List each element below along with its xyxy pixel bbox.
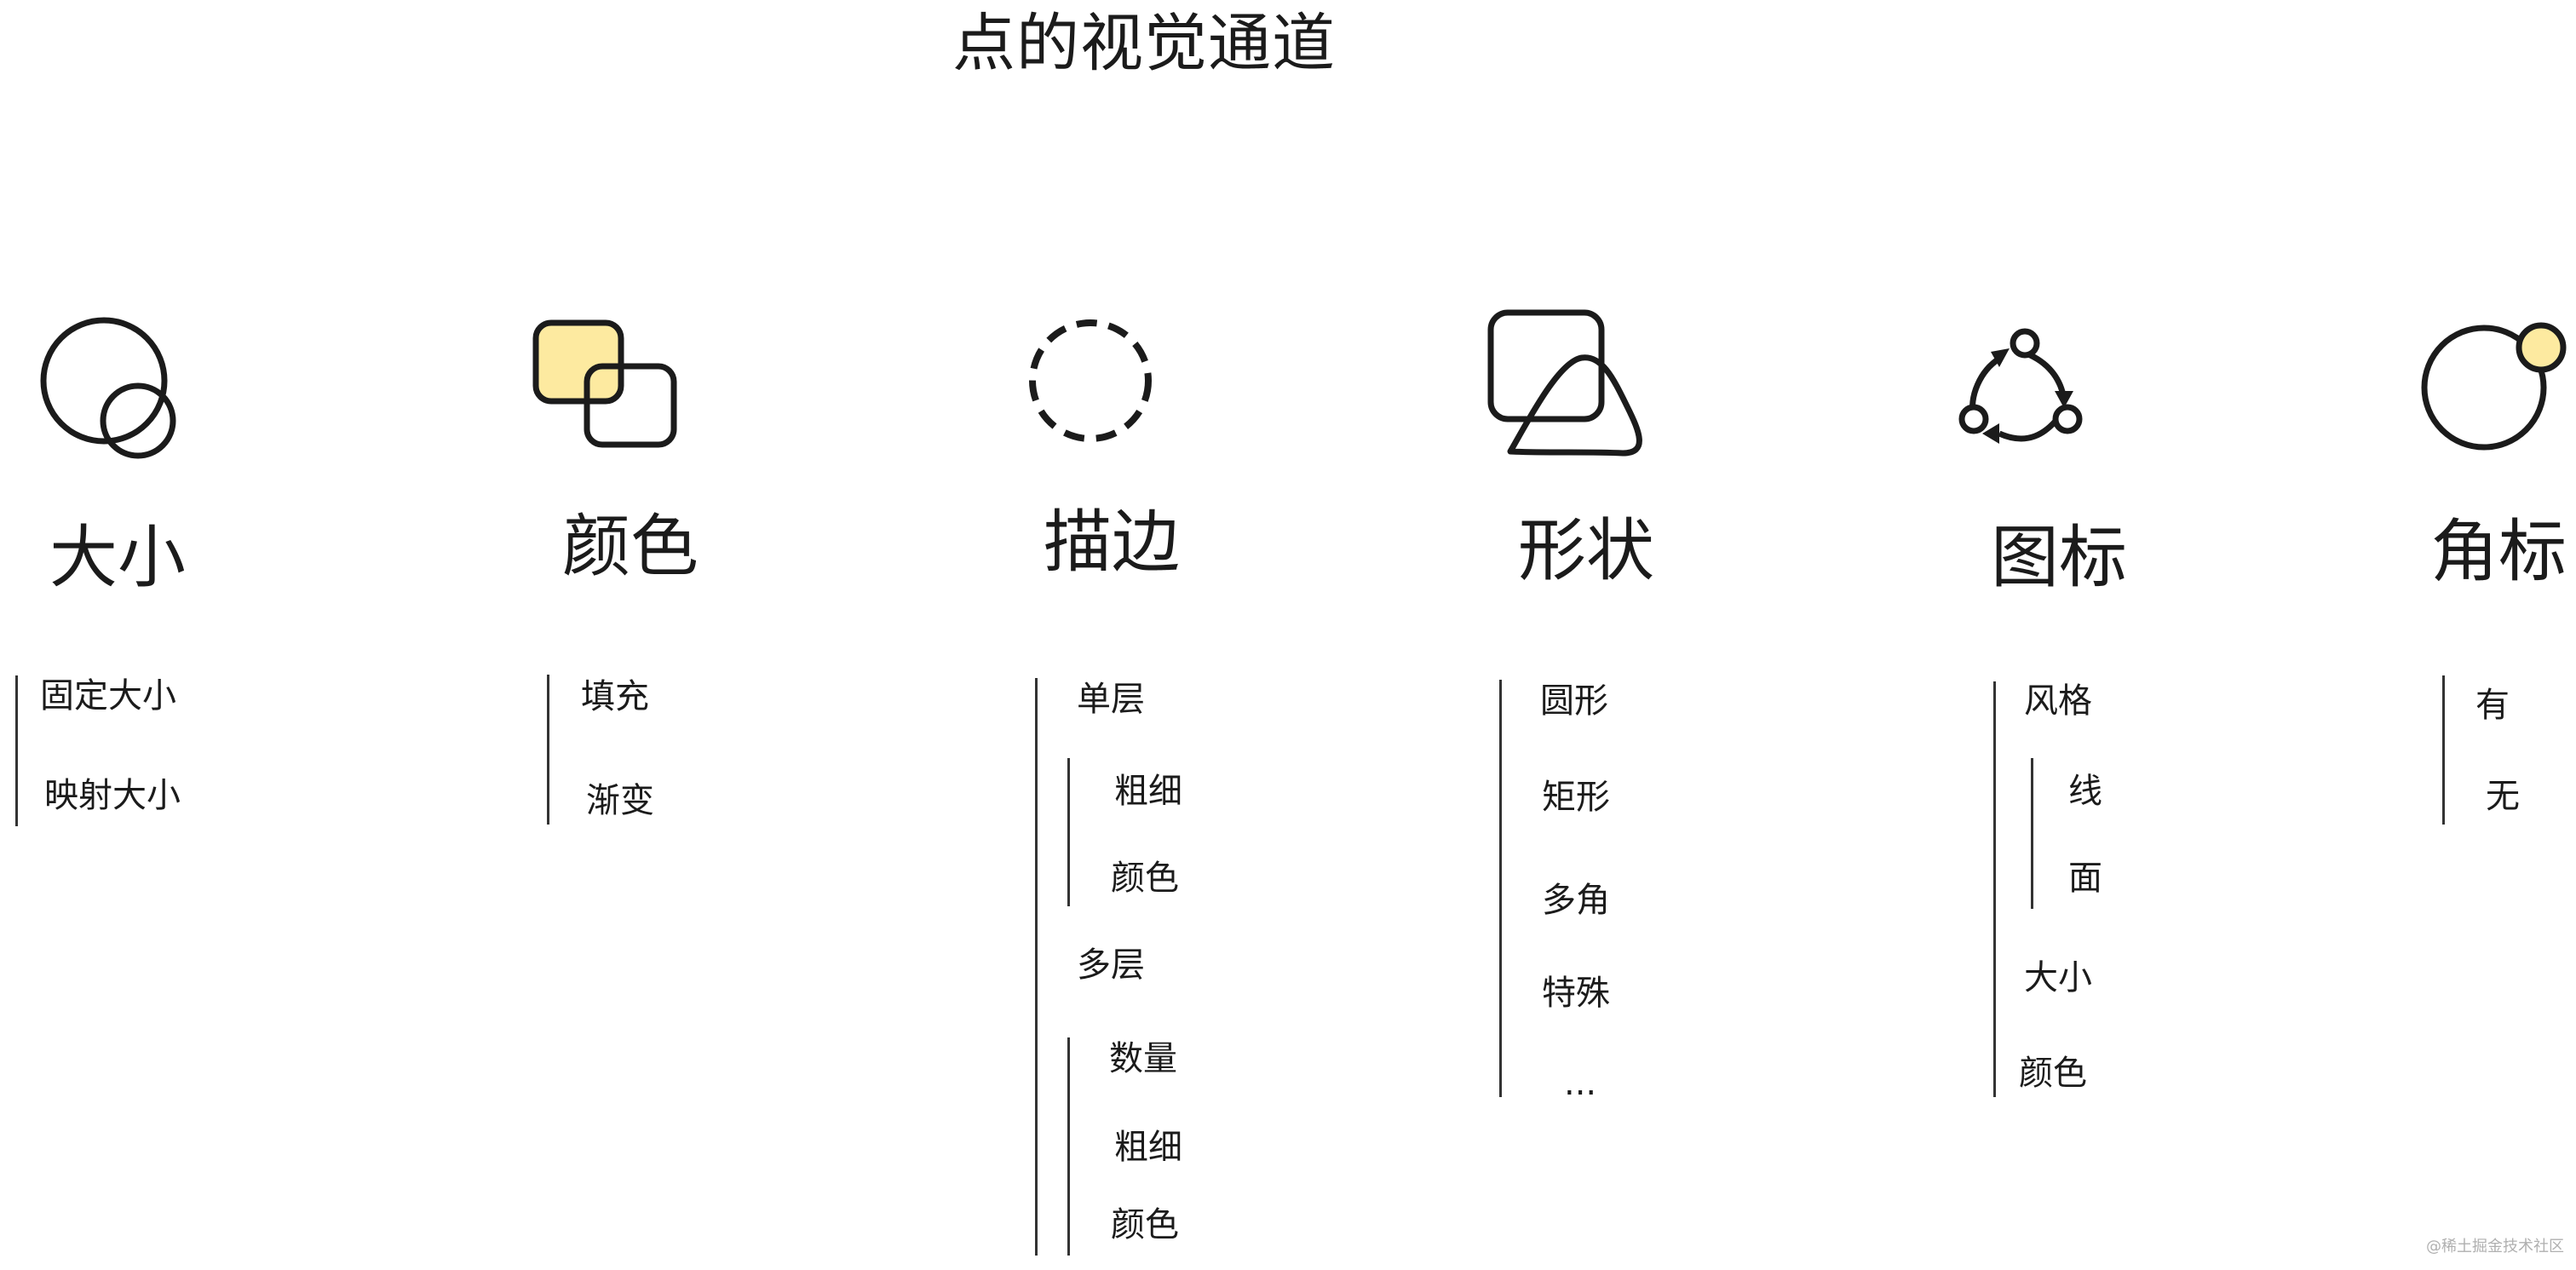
list-item: ... [1564, 1064, 1597, 1103]
list-item: 风格 [2024, 681, 2092, 721]
list-item: 粗细 [1114, 1128, 1182, 1167]
list-item: 颜色 [1111, 1205, 1179, 1244]
page-title: 点的视觉通道 [952, 7, 1336, 80]
category-title-size: 大小 [49, 518, 186, 597]
divider-line [1499, 680, 1502, 1097]
list-item: 渐变 [586, 781, 654, 820]
list-item: 有 [2475, 686, 2510, 725]
category-title-badge: 角标 [2430, 512, 2567, 591]
category-title-icon: 图标 [1991, 518, 2127, 597]
category-title-stroke: 描边 [1044, 503, 1180, 582]
cycle-arrows-icon [1955, 328, 2091, 456]
divider-line [1067, 1037, 1070, 1256]
divider-line [2442, 675, 2445, 825]
divider-line [2031, 758, 2033, 909]
watermark: @稀土掘金技术社区 [2426, 1238, 2564, 1256]
overlapping-squares-icon [531, 319, 684, 456]
divider-line [15, 675, 18, 826]
list-item: 特殊 [1542, 974, 1610, 1013]
list-item: 多层 [1077, 945, 1145, 985]
list-item: 固定大小 [40, 676, 176, 715]
list-item: 填充 [581, 677, 649, 716]
list-item: 多角 [1542, 881, 1610, 920]
circle-badge-icon [2418, 319, 2567, 456]
list-item: 线 [2068, 772, 2102, 811]
list-item: 矩形 [1542, 778, 1610, 817]
category-title-color: 颜色 [562, 507, 699, 586]
list-item: 圆形 [1540, 681, 1608, 721]
list-item: 数量 [1109, 1039, 1177, 1078]
list-item: 颜色 [1111, 859, 1179, 898]
overlapping-circles-icon [38, 315, 183, 460]
list-item: 粗细 [1114, 772, 1182, 811]
divider-line [1035, 678, 1038, 1256]
list-item: 单层 [1077, 680, 1145, 719]
category-title-shape: 形状 [1518, 511, 1654, 590]
divider-line [1993, 681, 1996, 1097]
list-item: 无 [2486, 777, 2520, 816]
divider-line [547, 675, 549, 825]
list-item: 映射大小 [44, 776, 181, 815]
list-item: 面 [2068, 859, 2102, 898]
list-item: 大小 [2024, 958, 2092, 997]
list-item: 颜色 [2019, 1054, 2087, 1093]
divider-line [1067, 758, 1070, 906]
dashed-circle-icon [1026, 317, 1154, 445]
square-triangle-icon [1486, 308, 1648, 462]
